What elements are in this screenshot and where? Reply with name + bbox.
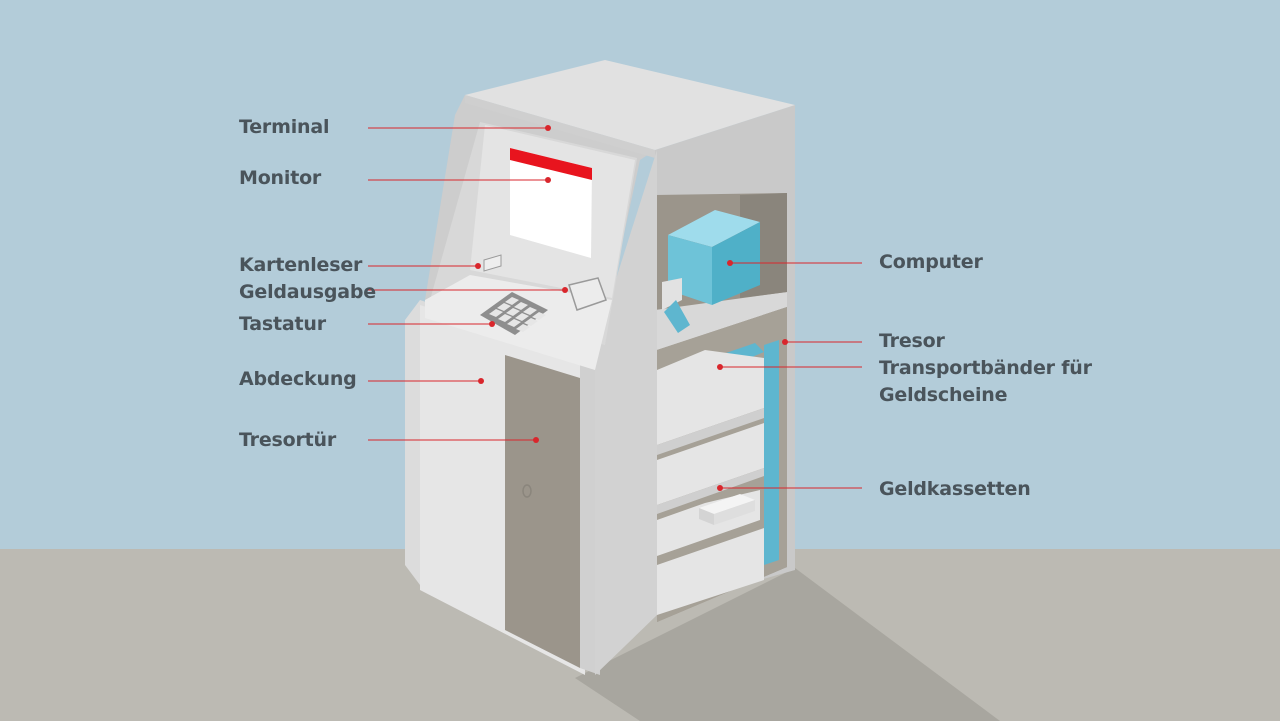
label-tresortuer: Tresortür (239, 429, 337, 451)
cassette-2 (657, 423, 764, 505)
monitor-screen (510, 148, 592, 258)
label-geldkassetten: Geldkassetten (879, 478, 1031, 500)
geldausgabe-dot (562, 287, 568, 293)
computer-dot (727, 260, 733, 266)
cabinet-front-strip (595, 150, 657, 675)
terminal-dot (545, 125, 551, 131)
cabinet-top (465, 60, 795, 150)
label-monitor: Monitor (239, 167, 322, 189)
banknote-stack-front (699, 508, 714, 525)
label-tastatur: Tastatur (239, 313, 326, 335)
label-computer: Computer (879, 251, 983, 273)
cassette-1 (657, 350, 764, 445)
keypad (480, 292, 548, 335)
leader-dots (475, 125, 788, 491)
card-reader (483, 254, 502, 272)
transport-belt-vertical (764, 340, 779, 565)
door-lock (522, 484, 532, 498)
label-tresor: Tresor (879, 330, 945, 352)
label-transport-line2: Geldscheine (879, 384, 1008, 406)
monitor-red-bar (510, 148, 592, 180)
banknote-stack-side (714, 500, 755, 525)
monitor-dot (545, 177, 551, 183)
kartenleser-dot (475, 263, 481, 269)
label-transport-line1: Transportbänder für (879, 357, 1092, 379)
cassette-4 (657, 528, 764, 615)
tresortuer-dot (533, 437, 539, 443)
label-kartenleser: Kartenleser (239, 254, 363, 276)
cabinet-top-edge (465, 95, 655, 158)
floor-shadow (575, 568, 1000, 721)
cassette-2-edge (657, 468, 764, 514)
computer-shelf (655, 292, 787, 350)
vault-door (505, 355, 580, 668)
label-terminal: Terminal (239, 116, 330, 138)
cassette-1-edge (657, 408, 764, 455)
transport-dot (717, 364, 723, 370)
computer-top (668, 210, 760, 247)
leader-lines (368, 127, 862, 489)
tastatur-dot (489, 321, 495, 327)
label-geldausgabe: Geldausgabe (239, 281, 376, 303)
cable-belt (664, 300, 690, 333)
cash-dispenser (568, 277, 607, 311)
label-abdeckung: Abdeckung (239, 368, 357, 390)
geldkassetten-dot (717, 485, 723, 491)
abdeckung-dot (478, 378, 484, 384)
tresor-dot (782, 339, 788, 345)
banknote-stack-top (699, 494, 755, 514)
